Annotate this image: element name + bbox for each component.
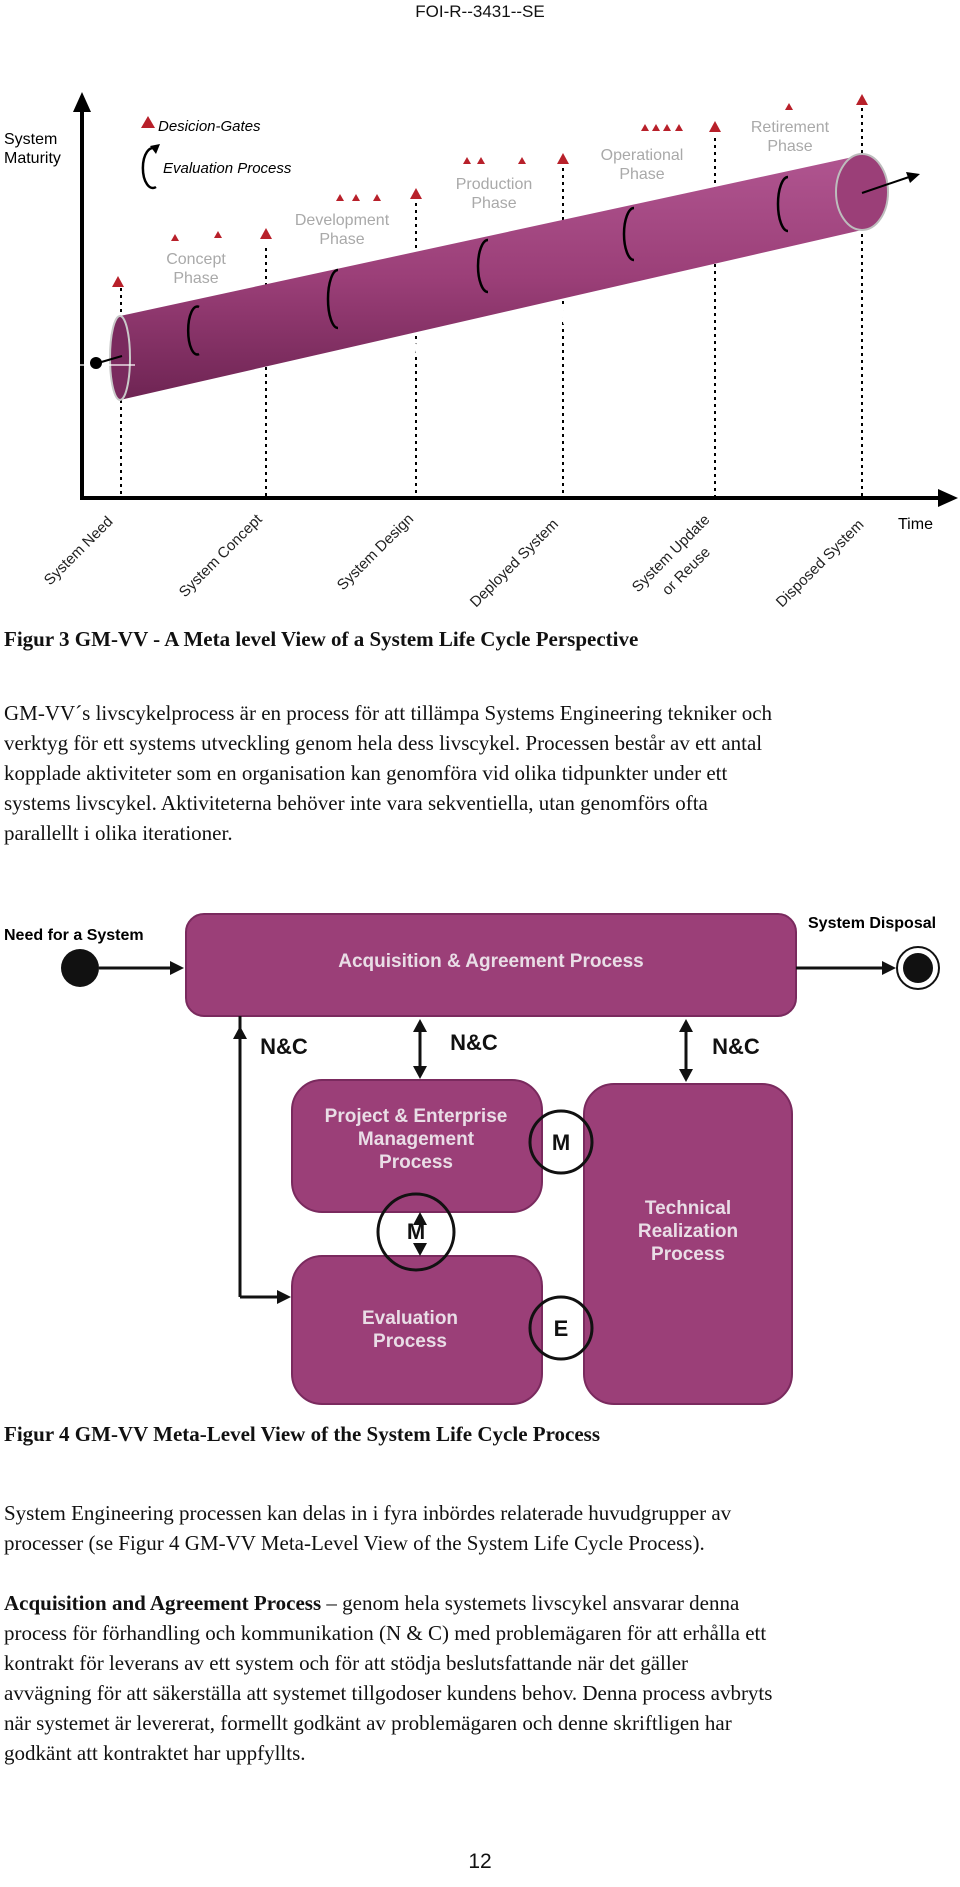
milestone-label: Disposed System [773, 516, 868, 611]
phase-label: Phase [319, 231, 364, 248]
acquisition-process-box [185, 913, 797, 1017]
decision-gate-legend-icon [141, 116, 155, 128]
evaluation-loop-icon [776, 175, 789, 233]
paragraph-3: Acquisition and Agreement Process – geno… [4, 1591, 773, 1765]
need-label: Need for a System [4, 927, 144, 944]
evolution-tube [120, 155, 862, 400]
m-label: M [552, 1130, 570, 1155]
y-axis-label: System [4, 131, 57, 148]
y-axis-arrow [73, 92, 91, 112]
phase-label: Phase [471, 195, 516, 212]
start-dot [90, 357, 102, 369]
term-bold: Acquisition and Agreement Process [4, 1591, 322, 1615]
life-cycle-process-figure: Need for a System System Disposal N&C N&… [4, 913, 940, 1405]
decision-gates [112, 94, 868, 287]
technical-label: Realization [638, 1221, 738, 1242]
nc-label: N&C [260, 1034, 308, 1059]
milestone-label: System Need [41, 513, 117, 589]
life-cycle-perspective-figure: System Maturity Time Desicion-Gates Eval… [4, 92, 958, 611]
evaluation-loop-legend-icon [141, 146, 157, 190]
evaluation-label: Process [373, 1331, 447, 1352]
phase-label: Concept [166, 251, 226, 268]
page-number: 12 [468, 1850, 492, 1873]
project-label: Process [379, 1152, 453, 1173]
legend-evaluation-process: Evaluation Process [163, 160, 292, 177]
phase-label: Retirement [751, 119, 830, 136]
milestone-label: System Concept [176, 510, 266, 600]
e-label: E [554, 1316, 569, 1341]
nc-label: N&C [712, 1034, 760, 1059]
figure-4-caption: Figur 4 GM-VV Meta-Level View of the Sys… [4, 1422, 601, 1446]
paragraph-1: GM-VV´s livscykelprocess är en process f… [4, 701, 773, 845]
e-loop [528, 1295, 594, 1361]
x-axis-label: Time [898, 516, 933, 533]
y-axis-label: Maturity [4, 150, 61, 167]
project-label: Management [358, 1129, 475, 1150]
milestone-label: Deployed System [467, 516, 562, 611]
nc-label: N&C [450, 1030, 498, 1055]
disposal-label: System Disposal [808, 915, 936, 932]
m-loop-top [528, 1109, 594, 1175]
m-label: M [407, 1219, 425, 1244]
tube-start [109, 315, 131, 401]
paragraph-2: System Engineering processen kan delas i… [4, 1501, 732, 1555]
evaluation-loop-icon [622, 206, 635, 262]
technical-label: Technical [645, 1198, 731, 1219]
document-header: FOI-R--3431--SE [415, 2, 545, 21]
evaluation-loop-icon [476, 238, 489, 294]
x-axis-arrow [938, 489, 958, 507]
milestone-label: System Design [334, 510, 417, 593]
phase-label: Phase [173, 270, 218, 287]
evaluation-loop-icon [326, 268, 339, 330]
evaluation-label: Evaluation [362, 1308, 458, 1329]
evaluation-process-box [291, 1255, 543, 1405]
technical-realization-process-box [583, 1083, 793, 1405]
m-loop-mid [376, 1192, 456, 1272]
start-node [61, 949, 99, 987]
phase-label: Production [456, 176, 533, 193]
project-label: Project & Enterprise [325, 1106, 508, 1127]
legend-decision-gates: Desicion-Gates [158, 118, 261, 135]
phase-label: Development [295, 212, 390, 229]
evaluation-loop-icon [186, 305, 200, 356]
acquisition-label: Acquisition & Agreement Process [338, 951, 643, 972]
project-management-process-box [291, 1079, 543, 1213]
phase-label: Operational [601, 147, 684, 164]
phase-label: Phase [767, 138, 812, 155]
phase-label: Phase [619, 166, 664, 183]
technical-label: Process [651, 1244, 725, 1265]
figure-3-caption: Figur 3 GM-VV - A Meta level View of a S… [4, 627, 639, 651]
